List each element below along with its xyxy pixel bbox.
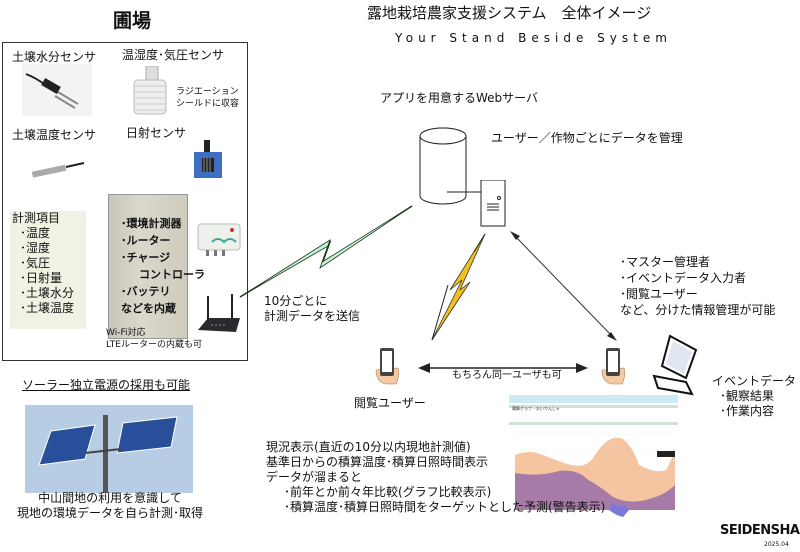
radiation-shield-note-2: シールドに収容 [176,99,240,109]
soil-temperature-sensor-image [31,162,85,178]
transmission-note-line2: 計測データを送信 [264,309,361,323]
measurement-item: ･湿度 [20,241,51,255]
viewer-user-label: 閲覧ユーザー [354,396,426,410]
feature-line: データが溜まると [266,470,363,484]
laptop-icon [652,334,698,396]
main-title: 露地栽培農家支援システム 全体イメージ [367,4,652,22]
role-item: ･イベントデータ入力者 [620,271,747,285]
control-cabinet: ･環境計測器 ･ルーター ･チャージ コントローラ ･バッテリ などを内蔵 [108,194,205,339]
measurement-item: ･温度 [20,226,51,240]
environment-meter-image [197,223,241,256]
temp-humidity-sensor-label: 温湿度･気圧センサ [122,48,225,62]
event-data-title: イベントデータ [712,374,797,388]
company-logo: SEIDENSHA [720,523,800,538]
data-management-label: ユーザー／作物ごとにデータを管理 [491,131,683,145]
blue-area [609,501,629,517]
role-item: ･マスター管理者 [620,255,711,269]
document-date: 2025.04 [764,541,789,548]
measurement-item: ･日射量 [20,271,63,285]
feature-line: 基準日からの積算温度･積算日照時間表示 [266,455,489,469]
subtitle: Your Stand Beside System [395,31,672,45]
chart-header-bar: 積算グラフ - おいでんしゃ [509,395,678,411]
server-to-user-arrow [510,231,617,341]
area-chart [515,434,675,517]
solar-panel-image [25,405,193,493]
smartphone-icon [601,348,625,385]
soil-moisture-sensor-label: 土壌水分センサ [12,50,97,64]
solar-title: ソーラー独立電源の採用も可能 [22,378,191,392]
purple-area [515,470,675,510]
cabinet-item: などを内蔵 [121,302,176,315]
role-item: ･閲覧ユーザー [620,287,698,301]
cabinet-item: ･ルーター [121,234,171,247]
same-user-note: もちろん同一ユーザも可 [452,370,562,381]
chart-header-title: 積算グラフ - おいでんしゃ [512,406,560,411]
router-note-line2: LTEルーターの内蔵も可 [106,340,202,350]
cabinet-item: ･バッテリ [121,285,171,298]
transmission-note-line1: 10分ごとに [264,294,328,308]
field-title: 圃場 [113,10,152,32]
server-icon [447,180,506,227]
solar-radiation-sensor-image [194,140,222,178]
cabinet-item: コントローラ [139,268,205,281]
measurement-items-title: 計測項目 [12,211,61,225]
database-icon [419,127,467,205]
measurement-item: ･土壌水分 [20,286,75,300]
feature-sub-item: ･積算温度･積算日照時間をターゲットとした予測(警告表示) [284,500,606,514]
temp-humidity-sensor-image [133,66,167,115]
cabinet-item: ･環境計測器 [121,217,182,230]
solar-radiation-sensor-label: 日射センサ [126,126,187,140]
web-server-label: アプリを用意するWebサーバ [380,91,539,105]
measurement-items-box: 計測項目 ･温度 ･湿度 ･気圧 ･日射量 ･土壌水分 ･土壌温度 [10,211,86,329]
event-data-item: ･観察結果 [720,389,775,403]
cabinet-item: ･チャージ [121,251,171,264]
chart-screenshot: 積算グラフ - おいでんしゃ [509,395,678,519]
measurement-item: ･土壌温度 [20,301,75,315]
radiation-shield-note-1: ラジエーション [176,87,239,97]
smartphone-icon [375,348,399,385]
feature-sub-item: ･前年とか前々年比較(グラフ比較表示) [284,485,492,499]
user-to-user-arrow [418,363,588,373]
soil-moisture-sensor-image [22,64,92,116]
router-note-line1: Wi-Fi対応 [106,328,146,338]
feature-line: 現況表示(直近の10分以内現地計測値) [266,440,471,454]
green-lightning-link [239,205,413,298]
field-box [2,42,248,361]
solar-caption-line1: 中山間地の利用を意識して [38,491,182,505]
yellow-lightning-link [431,233,486,341]
event-data-item: ･作業内容 [720,404,775,418]
role-item: など、分けた情報管理が可能 [620,303,776,317]
soil-temperature-sensor-label: 土壌温度センサ [12,128,97,142]
router-image [198,294,240,332]
measurement-item: ･気圧 [20,256,51,270]
chart-tooltip [657,451,675,457]
solar-caption-line2: 現地の環境データを自ら計測･取得 [16,506,203,520]
